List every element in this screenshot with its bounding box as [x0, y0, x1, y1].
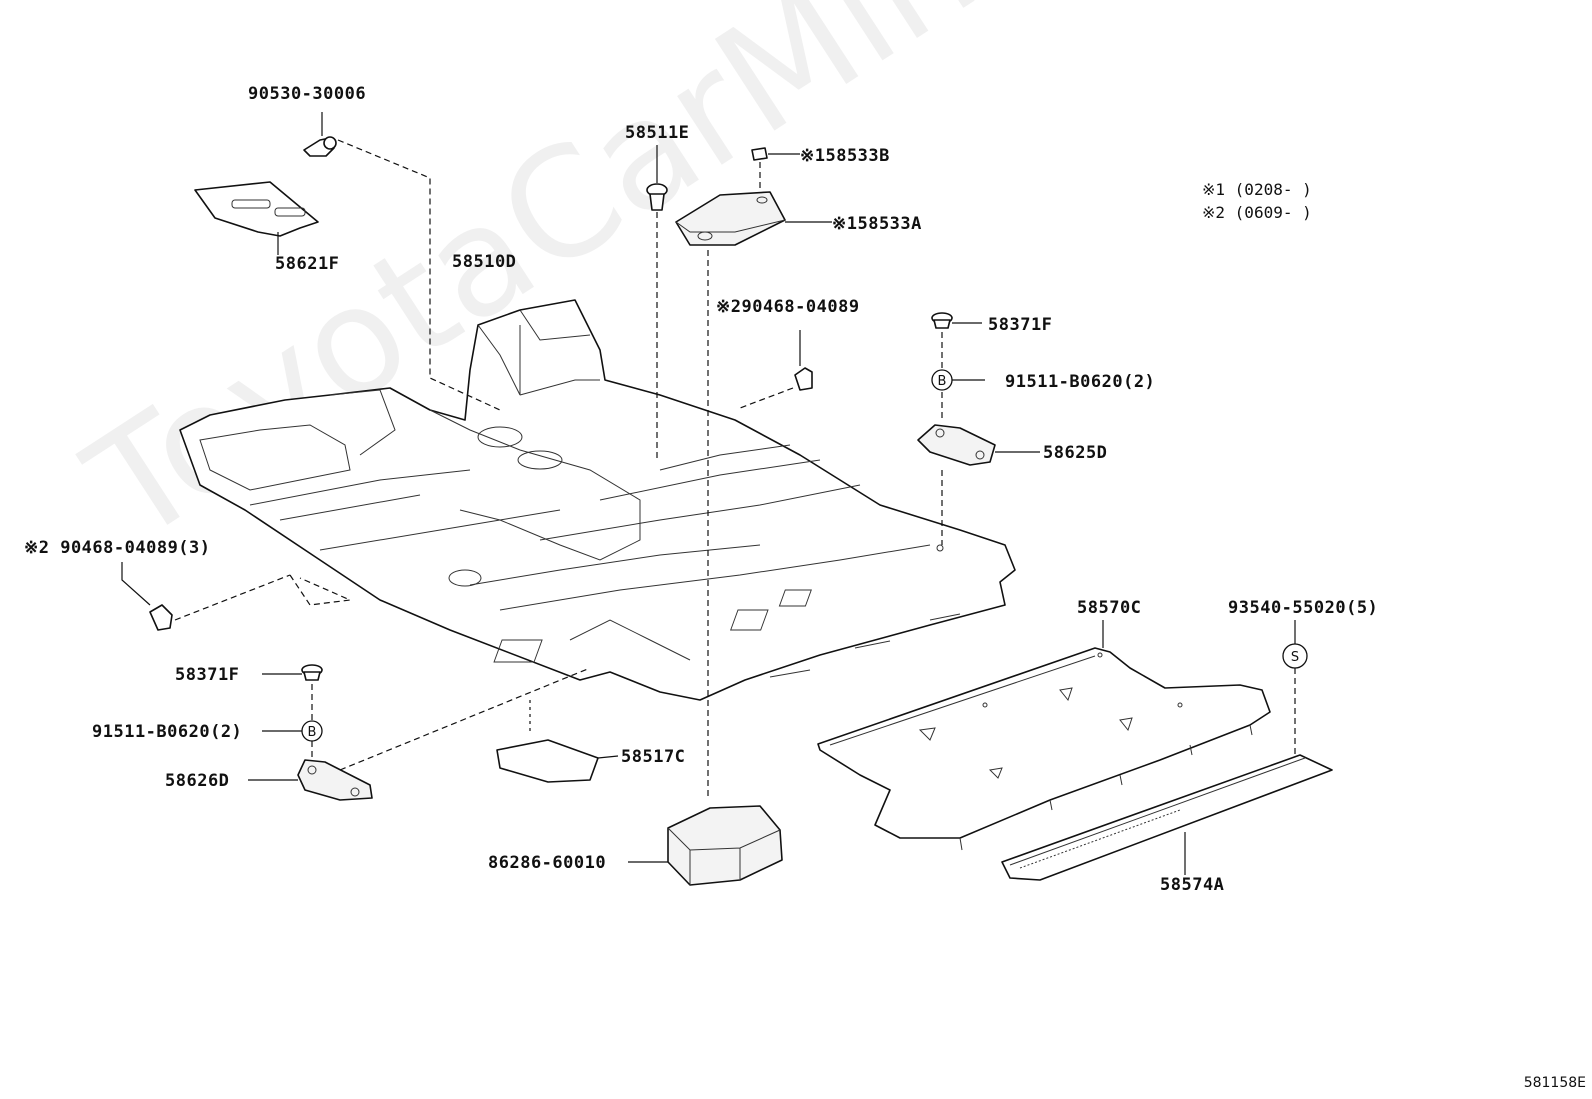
svg-text:B: B [938, 374, 947, 389]
note-1: ※1 (0208- ) [1202, 180, 1312, 199]
bracket-58626d[interactable] [248, 759, 373, 801]
clip-58371f-left[interactable] [262, 664, 323, 681]
label-158533a: ※158533A [832, 214, 922, 234]
clip-58511e[interactable] [646, 145, 668, 211]
clip-90468-left[interactable] [121, 562, 173, 631]
clip-90530-30006[interactable] [303, 112, 337, 157]
label-58626d: 58626D [165, 771, 230, 791]
clip-90468-top[interactable] [794, 330, 813, 391]
screw-symbol-s: S [1282, 620, 1308, 669]
label-158533b: ※158533B [800, 146, 890, 166]
pad-58621f[interactable] [194, 181, 319, 255]
svg-text:S: S [1291, 650, 1299, 665]
box-86286-60010[interactable] [628, 805, 783, 886]
label-90530-30006: 90530-30006 [248, 84, 367, 104]
label-58570c: 58570C [1077, 598, 1142, 618]
bolt-symbol-b-left: B [262, 720, 323, 742]
pad-58517c[interactable] [496, 739, 619, 783]
label-58625d: 58625D [1043, 443, 1108, 463]
label-58510d: 58510D [452, 252, 517, 272]
label-58574a: 58574A [1160, 875, 1225, 895]
label-91511-b0620-right: 91511-B0620(2) [1005, 372, 1156, 392]
clip-58371f-right[interactable] [931, 312, 982, 329]
label-58511e: 58511E [625, 123, 690, 143]
label-90468-04089-top: ※290468-04089 [716, 297, 860, 317]
scuff-plate-58574a[interactable] [1001, 754, 1333, 881]
figure-number: 581158E [1523, 1075, 1586, 1091]
label-58371f-left: 58371F [175, 665, 240, 685]
label-91511-b0620-left: 91511-B0620(2) [92, 722, 243, 742]
floor-carpet-58510d[interactable] [179, 299, 1016, 701]
label-90468-04089-left: ※2 90468-04089(3) [24, 538, 211, 558]
label-58517c: 58517C [621, 747, 686, 767]
label-58621f: 58621F [275, 254, 340, 274]
label-58371f-right: 58371F [988, 315, 1053, 335]
svg-text:B: B [308, 725, 317, 740]
plate-58570c[interactable] [817, 620, 1271, 851]
bracket-58625d[interactable] [917, 424, 1040, 466]
label-93540-55020: 93540-55020(5) [1228, 598, 1379, 618]
screw-158533b[interactable] [751, 147, 800, 161]
note-2: ※2 (0609- ) [1202, 203, 1312, 222]
bolt-symbol-b-right: B [931, 369, 985, 391]
label-86286-60010: 86286-60010 [488, 853, 607, 873]
box-158533a[interactable] [675, 191, 832, 246]
